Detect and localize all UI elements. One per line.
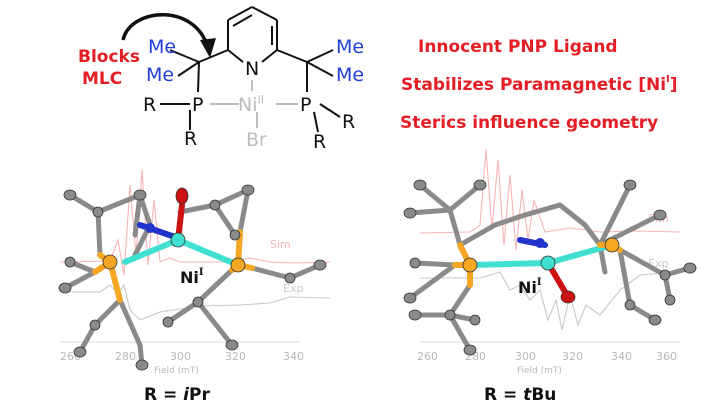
exp-trace xyxy=(62,283,331,321)
field-axis-label: Field (mT) xyxy=(517,366,562,376)
exp-label: Exp xyxy=(283,282,303,295)
epr-inset-ipr: Sim Exp 260 280 300 320 340 Field (mT) xyxy=(59,169,331,376)
metal-label-ipr: NiI xyxy=(180,267,204,287)
right-methyl-top: Me xyxy=(336,36,364,58)
pyridine-ring xyxy=(198,6,308,63)
axis-tick: 280 xyxy=(115,350,136,363)
note-mlc: MLC xyxy=(82,69,122,89)
crystal-structure-tbu xyxy=(403,179,697,356)
left-r-outer: R xyxy=(143,94,156,116)
panel-tbu: Sim Exp 260 280 300 320 340 360 Field (m… xyxy=(403,149,697,405)
left-phosphorus: P xyxy=(192,94,203,116)
bromide: Br xyxy=(246,129,267,151)
left-methyl-bottom: Me xyxy=(146,64,174,86)
feature-sterics: Sterics influence geometry xyxy=(400,113,658,133)
arrowhead-icon xyxy=(200,38,216,58)
left-methyl-top: Me xyxy=(148,36,176,58)
panel-ipr: Sim Exp 260 280 300 320 340 Field (mT) xyxy=(58,169,331,405)
axis-tick: 340 xyxy=(611,350,632,363)
sim-trace xyxy=(419,149,681,251)
sim-trace xyxy=(59,169,331,276)
metal-label-tbu: NiI xyxy=(518,277,542,297)
axis-tick: 320 xyxy=(225,350,246,363)
left-r-lower: R xyxy=(184,128,197,150)
field-axis-ticks: 260 280 300 320 340 xyxy=(60,350,304,363)
right-arm-bonds xyxy=(306,49,341,133)
right-r-lower: R xyxy=(313,131,326,153)
axis-tick: 300 xyxy=(515,350,536,363)
caption-tbu: R = tBu xyxy=(484,385,556,405)
field-axis-ticks: 260 280 300 320 340 360 xyxy=(417,350,677,363)
pyridine-nitrogen: N xyxy=(245,58,259,80)
axis-tick: 260 xyxy=(417,350,438,363)
right-phosphorus: P xyxy=(300,94,311,116)
feature-paramagnetic: Stabilizes Paramagnetic [NiI] xyxy=(401,74,678,95)
axis-tick: 320 xyxy=(562,350,583,363)
axis-tick: 340 xyxy=(283,350,304,363)
crystal-structure-ipr xyxy=(58,184,327,371)
epr-inset-tbu: Sim Exp 260 280 300 320 340 360 Field (m… xyxy=(417,149,681,376)
sim-label: Sim xyxy=(270,238,291,251)
note-blocks: Blocks xyxy=(78,47,140,67)
caption-ipr: R = iPr xyxy=(144,385,210,405)
exp-trace xyxy=(420,271,681,331)
nickel-bonds xyxy=(210,80,298,128)
axis-tick: 300 xyxy=(170,350,191,363)
right-methyl-bottom: Me xyxy=(336,64,364,86)
ligand-scheme: N Me Me P R R Me Me P R R xyxy=(78,6,678,153)
axis-tick: 360 xyxy=(656,350,677,363)
nickel-center: NiII xyxy=(238,93,264,116)
curved-arrow xyxy=(121,13,210,49)
feature-innocent-ligand: Innocent PNP Ligand xyxy=(418,37,618,57)
right-r-outer: R xyxy=(342,111,355,133)
left-arm-bonds xyxy=(160,49,200,130)
field-axis-label: Field (mT) xyxy=(154,366,199,376)
